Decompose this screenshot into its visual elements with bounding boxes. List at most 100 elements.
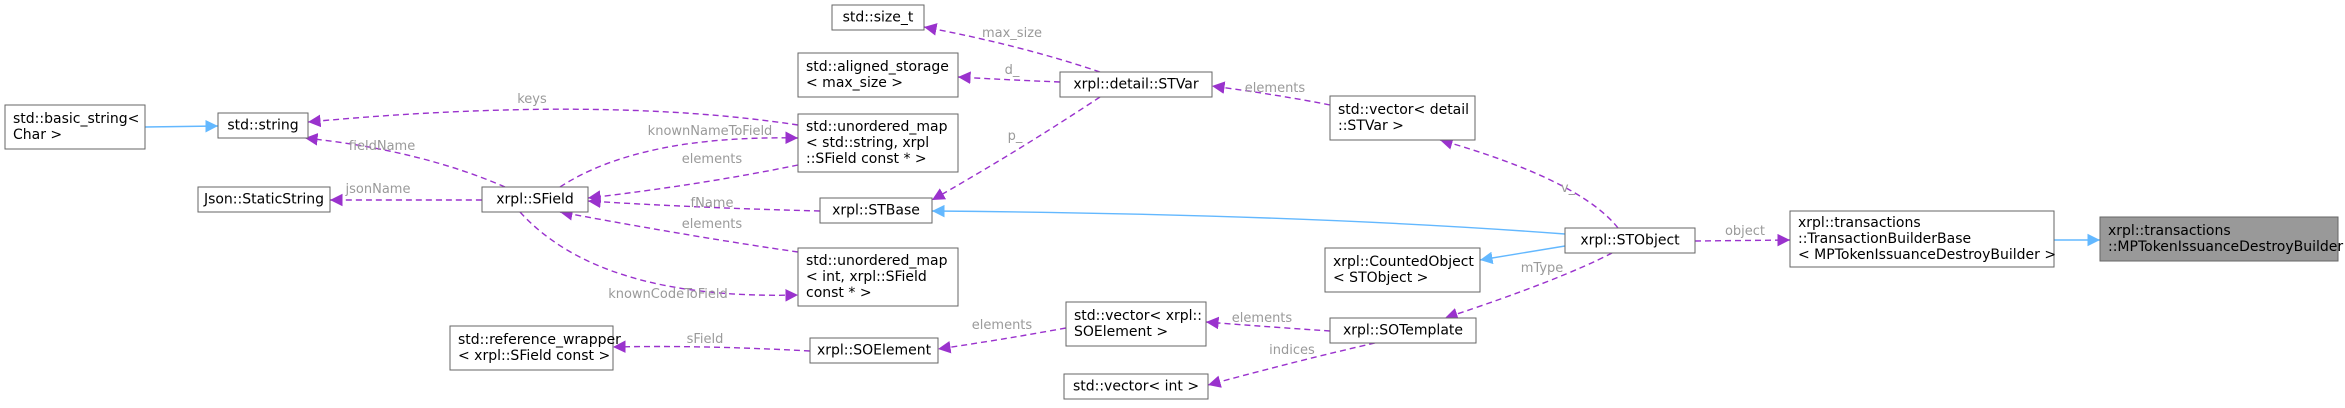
class-node-label: ::MPTokenIssuanceDestroyBuilder [2108,239,2343,255]
nodes-layer: xrpl::transactions::MPTokenIssuanceDestr… [4,4,2343,400]
class-node-sotemplate[interactable]: xrpl::SOTemplate [1329,317,1477,344]
class-node-label: ::STVar > [1338,118,1404,134]
edge-label-aligned-to-stvar: d_ [1005,63,1020,78]
class-node-label: xrpl::STObject [1580,233,1680,249]
usage-edge-map1-to-sfield [587,164,799,203]
class-node-label: < STObject > [1333,270,1428,286]
usage-edge-refwrap-to-soelement [612,340,811,354]
class-node-sfield[interactable]: xrpl::SField [481,186,589,213]
edge-label-sotemplate-to-stobject: mType [1521,261,1564,276]
class-node-label: xrpl::SOElement [817,343,932,359]
class-node-label: std::size_t [843,10,914,26]
class-node-label: std::aligned_storage [806,59,949,75]
edge-label-map1-to-sfield: elements [682,152,743,167]
class-node-box [797,52,959,98]
class-node-json[interactable]: Json::StaticString [197,186,331,213]
class-node-label: xrpl::transactions [1798,215,1921,231]
class-node-base[interactable]: xrpl::transactions::TransactionBuilderBa… [1789,210,2056,268]
class-node-box [797,113,959,173]
class-node-label: ::TransactionBuilderBase [1798,231,1971,247]
class-node-basicstring[interactable]: std::basic_string<Char > [4,104,146,150]
class-node-label: xrpl::STBase [832,203,920,219]
class-node-stdstring[interactable]: std::string [217,112,309,139]
class-node-builder[interactable]: xrpl::transactions::MPTokenIssuanceDestr… [2099,216,2343,262]
class-node-label: std::reference_wrapper [458,332,621,348]
class-node-stbase[interactable]: xrpl::STBase [819,197,933,224]
edge-label-map2-to-sfield: elements [682,217,743,232]
class-node-box [1329,95,1476,141]
class-node-box [1065,301,1207,347]
class-node-label: std::vector< int > [1073,379,1199,395]
class-node-label: Json::StaticString [203,192,324,208]
usage-edge-vecint-to-sotemplate [1207,342,1376,388]
class-node-label: SOElement > [1074,324,1168,340]
class-node-box [1324,247,1481,293]
class-node-counted[interactable]: xrpl::CountedObject< STObject > [1324,247,1481,293]
class-node-aligned[interactable]: std::aligned_storage< max_size > [797,52,959,98]
class-node-box [4,104,146,150]
class-node-label: xrpl::SField [496,192,573,208]
class-node-box [1059,71,1213,98]
class-node-box [797,247,959,307]
class-node-box [2099,216,2339,262]
class-node-label: std::unordered_map [806,119,948,135]
class-node-label: < MPTokenIssuanceDestroyBuilder > [1798,247,2056,263]
class-node-label: < xrpl::SField const > [458,348,610,364]
class-node-label: < int, xrpl::SField [806,269,927,285]
class-node-soelement[interactable]: xrpl::SOElement [809,337,939,364]
edge-label-stvar-to-vecstvar: elements [1245,81,1306,96]
class-node-stvar[interactable]: xrpl::detail::STVar [1059,71,1213,98]
class-node-refwrap[interactable]: std::reference_wrapper< xrpl::SField con… [449,325,621,371]
class-node-label: < max_size > [806,75,903,91]
edge-label-stbase-to-stvar: p_ [1008,129,1023,144]
class-node-box [1063,373,1209,400]
class-node-vecint[interactable]: std::vector< int > [1063,373,1209,400]
class-node-box [809,337,939,364]
class-node-label: < std::string, xrpl [806,135,929,151]
class-node-label: xrpl::CountedObject [1333,254,1474,270]
usage-edge-stdstring-to-sfield [304,133,506,188]
class-node-box [819,197,933,224]
class-node-vecstvar[interactable]: std::vector< detail::STVar > [1329,95,1476,141]
edge-label-stdstring-to-map1: keys [517,92,547,107]
edge-labels-layer: objectv_mTypeelementsmax_sized_p_keyskno… [345,26,1766,358]
class-node-label: std::vector< xrpl:: [1074,308,1202,324]
usage-edge-stdstring-to-map1 [307,108,799,128]
edge-label-vecstvar-to-stobject: v_ [1561,181,1576,196]
edge-label-sizet-to-stvar: max_size [982,26,1042,41]
edge-label-vecint-to-sotemplate: indices [1269,343,1315,358]
class-node-box [197,186,331,213]
edge-label-soelement-to-vecsoel: elements [972,318,1033,333]
class-node-map1[interactable]: std::unordered_map< std::string, xrpl::S… [797,113,959,173]
class-node-box [449,325,614,371]
usage-edge-sfield-to-map2 [519,211,799,302]
usage-edge-stbase-to-stvar [931,96,1101,201]
usage-edge-sfield-to-stbase [587,195,821,212]
usage-edge-stobject-to-base [1694,233,1791,247]
class-node-label: std::unordered_map [806,253,948,269]
class-node-box [217,112,309,139]
class-node-stobject[interactable]: xrpl::STObject [1564,227,1696,254]
edge-label-json-to-sfield: jsonName [345,182,411,197]
class-node-label: Char > [13,127,62,143]
edge-label-refwrap-to-soelement: sField [687,332,724,347]
edges-layer [144,23,2100,388]
edge-label-vecsoel-to-sotemplate: elements [1232,311,1293,326]
class-node-label: xrpl::detail::STVar [1073,77,1199,93]
class-node-box [1564,227,1696,254]
edge-label-sfield-to-map1: knownNameToField [648,124,773,139]
class-node-label: xrpl::transactions [2108,223,2231,239]
class-node-box [481,186,589,213]
usage-edge-stvar-to-vecstvar [1211,81,1331,106]
inheritance-edge-basicstring-to-stdstring [144,119,219,133]
class-node-label: std::string [227,118,298,134]
class-node-label: std::vector< detail [1338,102,1469,118]
class-node-box [1329,317,1477,344]
class-node-box [1789,210,2055,268]
inheritance-edge-counted-to-stobject [1479,245,1566,265]
class-node-vecsoel[interactable]: std::vector< xrpl::SOElement > [1065,301,1207,347]
class-node-sizet[interactable]: std::size_t [831,4,925,31]
class-node-map2[interactable]: std::unordered_map< int, xrpl::SFieldcon… [797,247,959,307]
